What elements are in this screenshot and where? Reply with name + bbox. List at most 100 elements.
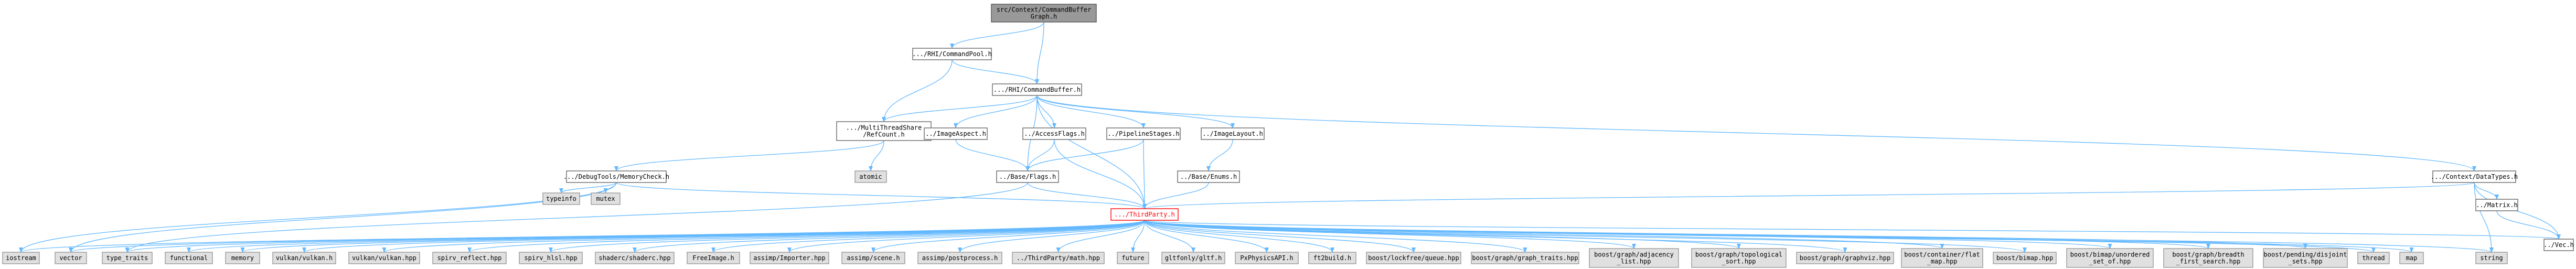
- node-baseenum[interactable]: ../Base/Enums.h: [1177, 170, 1240, 183]
- node-box-contextdatatypes: [2432, 170, 2516, 183]
- edge-thirdparty-to-spirv-reflect: [467, 220, 1145, 253]
- node-label-spirv-reflect: spirv_reflect.hpp: [437, 254, 502, 262]
- node-future[interactable]: future: [1117, 252, 1149, 264]
- node-pxphysics[interactable]: PxPhysicsAPI.h: [1235, 252, 1299, 264]
- node-label-bfs: _first_search.hpp: [2176, 258, 2241, 265]
- edge-cmdpool-to-cmdbuffer: [952, 59, 1039, 84]
- node-label-memory: memory: [231, 254, 254, 262]
- node-label-vector: vector: [59, 254, 82, 262]
- node-thirdparty-math[interactable]: ../ThirdParty/math.hpp: [1012, 252, 1105, 264]
- node-assimp-scene[interactable]: assimp/scene.h: [841, 252, 905, 264]
- node-box-imageaspect: [924, 127, 988, 140]
- node-label-topological: _sort.hpp: [1722, 258, 1756, 265]
- node-matrix[interactable]: ../Matrix.h: [2475, 199, 2518, 211]
- node-map[interactable]: map: [2399, 252, 2424, 264]
- node-box-string: [2475, 252, 2508, 264]
- edge-thirdparty-to-future: [1131, 220, 1145, 253]
- node-disjoint[interactable]: boost/pending/disjoint_sets.hpp: [2263, 248, 2348, 268]
- edge-root-to-cmdpool: [950, 21, 1044, 49]
- edge-memorycheck-to-vector: [69, 182, 617, 253]
- node-vulkan-h[interactable]: vulkan/vulkan.h: [272, 252, 336, 264]
- node-spirv-hlsl[interactable]: spirv_hlsl.hpp: [519, 252, 583, 264]
- node-box-imagelayout: [1201, 127, 1265, 140]
- node-label-graph-traits: boost/graph/graph_traits.hpp: [1472, 254, 1578, 262]
- node-box-spirv-reflect: [432, 252, 507, 264]
- node-multithread[interactable]: .../MultiThreadShare/RefCount.h: [836, 121, 932, 141]
- node-box-cmdbuffer: [992, 83, 1082, 96]
- node-topological[interactable]: boost/graph/topological_sort.hpp: [1691, 248, 1787, 268]
- node-imageaspect[interactable]: ../ImageAspect.h: [924, 127, 988, 140]
- node-assimp-importer[interactable]: assimp/Importer.hpp: [750, 252, 829, 264]
- node-label-topological: boost/graph/topological: [1695, 251, 1782, 259]
- node-box-vector: [55, 252, 87, 264]
- node-memory[interactable]: memory: [225, 252, 260, 264]
- edge-thirdparty-to-thirdparty-math: [1056, 220, 1145, 253]
- node-shaderc[interactable]: shaderc/shaderc.hpp: [595, 252, 675, 264]
- node-string[interactable]: string: [2475, 252, 2508, 264]
- node-label-baseenum: ../Base/Enums.h: [1180, 173, 1237, 180]
- node-type-traits[interactable]: type_traits: [102, 252, 153, 264]
- node-assimp-post[interactable]: assimp/postprocess.h: [917, 252, 1002, 264]
- node-box-memorycheck: [566, 170, 667, 183]
- node-ft2build[interactable]: ft2build.h: [1308, 252, 1356, 264]
- node-box-pipelinestages: [1106, 127, 1181, 140]
- node-bimap[interactable]: boost/bimap.hpp: [1993, 252, 2057, 264]
- node-graphviz[interactable]: boost/graph/graphviz.hpp: [1796, 252, 1894, 264]
- node-label-iostream: iostream: [6, 254, 36, 262]
- node-label-matrix: ../Matrix.h: [2476, 201, 2517, 209]
- node-vector[interactable]: vector: [55, 252, 87, 264]
- edge-thirdparty-to-type-traits: [125, 220, 1145, 253]
- node-box-shaderc: [595, 252, 675, 264]
- node-accessflags[interactable]: ../AccessFlags.h: [1022, 127, 1086, 140]
- node-imagelayout[interactable]: ../ImageLayout.h: [1201, 127, 1265, 140]
- node-label-unordered-set-of: boost/bimap/unordered: [2070, 251, 2150, 259]
- edge-cmdbuffer-to-multithread: [882, 95, 1038, 122]
- node-adjacency[interactable]: boost/graph/adjacency_list.hpp: [1589, 248, 1679, 268]
- node-box-atomic: [854, 170, 887, 183]
- node-iostream[interactable]: iostream: [2, 252, 40, 264]
- node-thirdparty[interactable]: .../ThirdParty.h: [1110, 208, 1179, 221]
- node-vulkan-hpp[interactable]: vulkan/vulkan.hpp: [348, 252, 420, 264]
- edge-cmdpool-to-multithread: [882, 59, 953, 122]
- node-cmdbuffer[interactable]: .../RHI/CommandBuffer.h: [992, 83, 1082, 96]
- node-pipelinestages[interactable]: ../PipelineStages.h: [1106, 127, 1181, 140]
- node-mutex[interactable]: mutex: [591, 192, 621, 205]
- node-label-thirdparty-math: ../ThirdParty/math.hpp: [1017, 254, 1100, 262]
- node-box-typeinfo: [542, 192, 580, 205]
- node-box-assimp-post: [917, 252, 1002, 264]
- node-functional[interactable]: functional: [165, 252, 213, 264]
- node-atomic[interactable]: atomic: [854, 170, 887, 183]
- node-label-imagelayout: ../ImageLayout.h: [1202, 130, 1263, 137]
- node-bfs[interactable]: boost/graph/breadth_first_search.hpp: [2163, 248, 2253, 268]
- node-label-accessflags: ../AccessFlags.h: [1024, 130, 1085, 137]
- node-label-functional: functional: [170, 254, 208, 262]
- node-box-matrix: [2475, 199, 2518, 211]
- node-box-baseflags: [996, 170, 1059, 183]
- node-label-assimp-post: assimp/postprocess.h: [922, 254, 998, 262]
- node-label-vulkan-hpp: vulkan/vulkan.hpp: [352, 254, 416, 262]
- node-thread[interactable]: thread: [2357, 252, 2390, 264]
- node-vech[interactable]: ../Vec.h: [2543, 239, 2574, 251]
- node-flatmap[interactable]: boost/container/flat_map.hpp: [1901, 248, 1983, 268]
- node-cmdpool[interactable]: .../RHI/CommandPool.h: [912, 48, 992, 60]
- node-label-root: src/Context/CommandBuffer: [997, 6, 1092, 14]
- node-freeimage[interactable]: FreeImage.h: [687, 252, 740, 264]
- edge-thirdparty-to-disjoint: [1144, 220, 2307, 249]
- node-spirv-reflect[interactable]: spirv_reflect.hpp: [432, 252, 507, 264]
- node-unordered-set-of[interactable]: boost/bimap/unordered_set_of.hpp: [2066, 248, 2154, 268]
- node-graph-traits[interactable]: boost/graph/graph_traits.hpp: [1471, 252, 1579, 264]
- node-lockfree[interactable]: boost/lockfree/queue.hpp: [1366, 252, 1461, 264]
- node-box-memory: [225, 252, 260, 264]
- node-typeinfo[interactable]: typeinfo: [542, 192, 580, 205]
- node-label-cmdbuffer: .../RHI/CommandBuffer.h: [993, 86, 1081, 93]
- node-memorycheck[interactable]: .../DebugTools/MemoryCheck.h: [563, 170, 669, 183]
- node-box-bfs: [2163, 248, 2253, 268]
- node-box-root: [991, 4, 1097, 23]
- edge-memorycheck-to-typeinfo: [559, 182, 617, 193]
- node-contextdatatypes[interactable]: .../Context/DataTypes.h: [2431, 170, 2518, 183]
- node-label-ft2build: ft2build.h: [1313, 254, 1351, 262]
- node-pbrhyper[interactable]: gltfonly/gltf.h: [1161, 252, 1225, 264]
- node-baseflags[interactable]: ../Base/Flags.h: [996, 170, 1059, 183]
